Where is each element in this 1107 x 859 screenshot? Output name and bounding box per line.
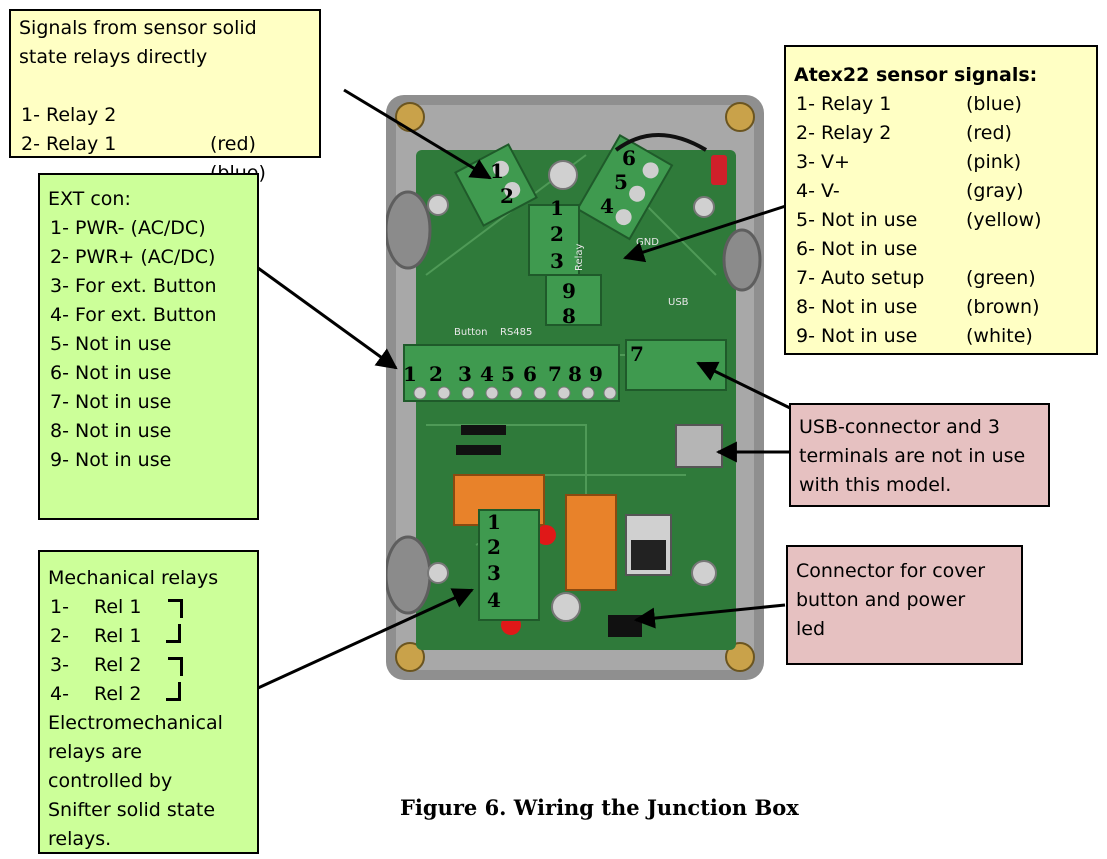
ext-num-2: 2: [429, 362, 443, 386]
ext-row: 9- Not in use: [50, 449, 172, 471]
sensor-title-line-1: Signals from sensor solid: [19, 17, 257, 39]
arrow-cover: [633, 603, 786, 629]
ext-num-7: 7: [548, 362, 562, 386]
sensor-signals-box: Signals from sensor solid state relays d…: [9, 9, 321, 184]
ext-num-8: 8: [568, 362, 582, 386]
mechanical-relays-box: Mechanical relays 1-Rel 1 2-Rel 1 3-Rel …: [38, 550, 259, 854]
ext-num-4: 4: [480, 362, 494, 386]
tr-num-6: 6: [622, 146, 636, 170]
s-num-9: 9: [562, 279, 576, 303]
sensor-row-1-label: 1- Relay 2: [21, 104, 117, 126]
mech-num-2: 2: [487, 535, 501, 559]
mech-row: 3-Rel 2: [48, 651, 257, 680]
usb-note-box: USB-connector and 3 terminals are not in…: [789, 403, 1050, 507]
ext-num-9: 9: [589, 362, 603, 386]
cable-glands: [386, 190, 762, 615]
atex-title: Atex22 sensor signals:: [794, 64, 1038, 86]
mech-row: 1-Rel 1: [48, 593, 257, 622]
cover-connector: [608, 615, 642, 637]
atex-row: 4- V-(gray): [796, 180, 1024, 202]
mech-num-3: 3: [487, 561, 501, 585]
usb-line-1: USB-connector and 3: [799, 416, 1000, 438]
relay-bracket-top-icon: [168, 657, 183, 676]
ext-con-box: EXT con: 1- PWR- (AC/DC) 2- PWR+ (AC/DC)…: [38, 173, 259, 520]
c-num-3: 3: [550, 249, 564, 273]
figure-caption: Figure 6. Wiring the Junction Box: [400, 795, 799, 820]
arrow-atex: [623, 201, 796, 263]
mech-num-4: 4: [487, 588, 501, 612]
ext-num-1: 1: [403, 362, 417, 386]
atex-row: 2- Relay 2(red): [796, 122, 1012, 144]
usb-line-3: with this model.: [799, 474, 952, 496]
relay-bracket-bottom-icon: [166, 624, 181, 643]
ext-row: 3- For ext. Button: [50, 275, 217, 297]
mech-note-line: Snifter solid state: [48, 799, 216, 821]
ext-row: 8- Not in use: [50, 420, 172, 442]
mech-num-1: 1: [487, 510, 501, 534]
silk-button: Button: [454, 327, 488, 338]
ext-num-5: 5: [501, 362, 515, 386]
tr-num-4: 4: [600, 194, 614, 218]
arrow-usb-terminal: [696, 361, 791, 410]
silk-gnd: GND: [636, 237, 659, 248]
silk-rs485: RS485: [500, 327, 532, 338]
c-num-2: 2: [550, 222, 564, 246]
arrow-sensor-signals: [343, 88, 492, 180]
mech-row: 4-Rel 2: [48, 680, 257, 709]
tr-num-5: 5: [614, 170, 628, 194]
sensor-row-1: 1- Relay 2 (red): [19, 72, 319, 155]
ext-row: 1- PWR- (AC/DC): [50, 217, 206, 239]
atex-row: 9- Not in use(white): [796, 325, 1033, 347]
atex-row: 3- V+(pink): [796, 151, 1022, 173]
mech-row: 2-Rel 1: [48, 622, 257, 651]
relay-bracket-bottom-icon: [166, 682, 181, 701]
ext-row: 7- Not in use: [50, 391, 172, 413]
mech-title: Mechanical relays: [48, 567, 219, 589]
arrow-mech: [257, 588, 474, 690]
ext-row: 4- For ext. Button: [50, 304, 217, 326]
tl-num-2: 2: [500, 184, 514, 208]
usb-line-2: terminals are not in use: [799, 445, 1026, 467]
mech-terminal-block: [478, 509, 540, 621]
atex-row: 5- Not in use(yellow): [796, 209, 1042, 231]
ext-row: 2- PWR+ (AC/DC): [50, 246, 216, 268]
silk-usb: USB: [668, 297, 689, 308]
sensor-row-2-label: 2- Relay 1: [21, 133, 117, 155]
relay-bracket-top-icon: [168, 599, 183, 618]
atex-row: 7- Auto setup(green): [796, 267, 1036, 289]
sensor-title-line-2: state relays directly: [19, 46, 208, 68]
cover-connector-box: Connector for cover button and power led: [786, 545, 1023, 665]
cover-line-1: Connector for cover: [796, 560, 986, 582]
sensor-row-2: 2- Relay 1 (blue): [19, 101, 319, 184]
relay-2: [565, 494, 617, 591]
tl-num-1: 1: [490, 159, 504, 183]
atex-row: 6- Not in use: [796, 238, 918, 260]
mech-note-line: relays.: [48, 828, 112, 850]
atex-row: 1- Relay 1(blue): [796, 93, 1022, 115]
ext-row: 6- Not in use: [50, 362, 172, 384]
mech-note-line: controlled by: [48, 770, 173, 792]
cover-line-3: led: [796, 618, 826, 640]
arrow-ext: [257, 266, 398, 370]
s-num-8: 8: [562, 304, 576, 328]
ext-row: 5- Not in use: [50, 333, 172, 355]
silk-relay: Relay: [574, 243, 585, 271]
mech-note-line: relays are: [48, 741, 142, 763]
atex-signals-box: Atex22 sensor signals: 1- Relay 1(blue) …: [784, 45, 1098, 355]
cover-line-2: button and power: [796, 589, 966, 611]
atex-row: 8- Not in use(brown): [796, 296, 1040, 318]
mech-note-line: Electromechanical: [48, 712, 223, 734]
c-num-1: 1: [550, 196, 564, 220]
sensor-row-1-color: (red): [210, 133, 256, 155]
ext-title: EXT con:: [48, 188, 131, 210]
usb-term-num-7: 7: [630, 342, 644, 366]
ext-num-3: 3: [458, 362, 472, 386]
ext-num-6: 6: [523, 362, 537, 386]
